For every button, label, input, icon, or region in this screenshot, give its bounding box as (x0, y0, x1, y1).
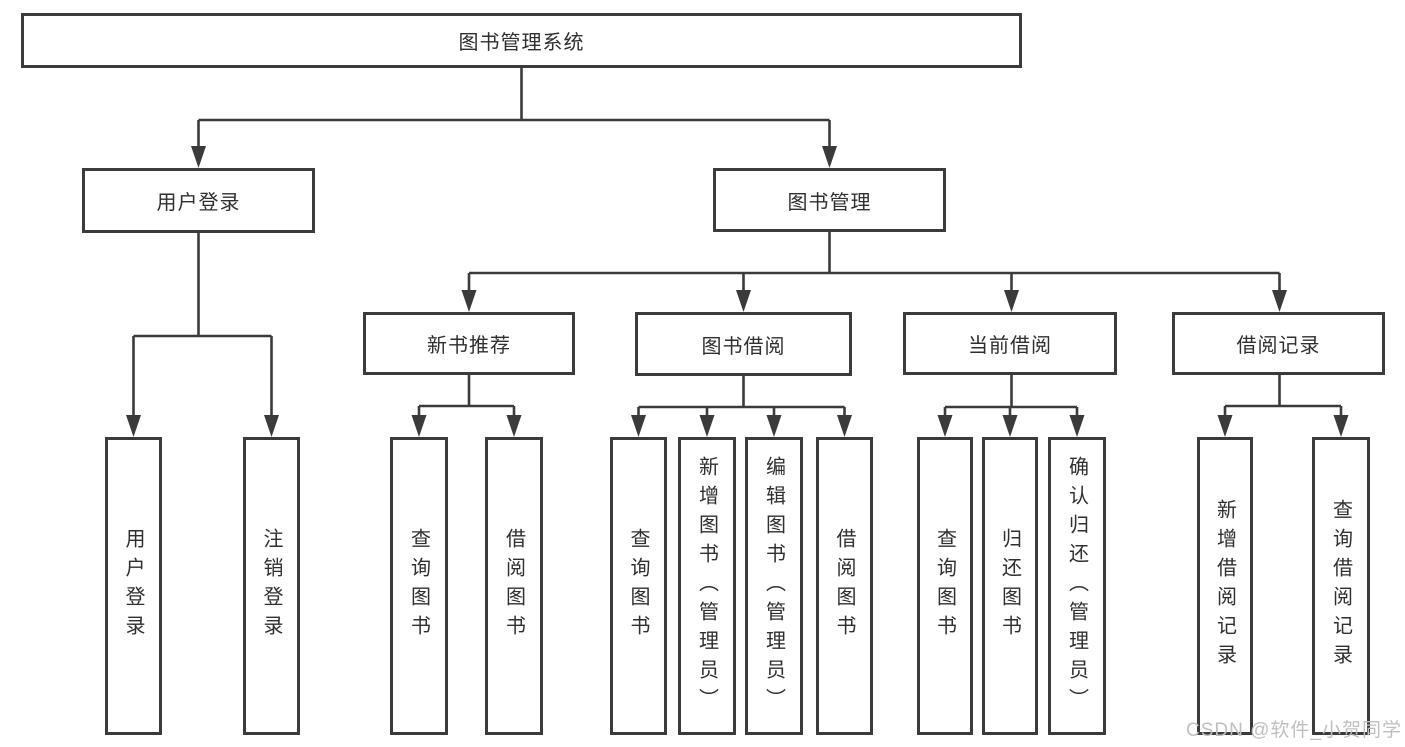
node-leaf-logout: 注销登录 (243, 437, 300, 735)
node-label: 归还图书 (998, 528, 1021, 644)
node-label: 编辑图书（管理员） (762, 455, 785, 717)
node-label: 查询借阅记录 (1329, 499, 1352, 673)
node-label: 查询图书 (933, 528, 956, 644)
node-label: 用户登录 (156, 192, 241, 214)
node-label: 查询图书 (627, 528, 649, 644)
node-leaf-borrow-books-2: 借阅图书 (816, 437, 873, 735)
node-current-borrow: 当前借阅 (903, 312, 1117, 375)
node-leaf-query-books-2: 查询图书 (610, 437, 667, 735)
node-borrow-record: 借阅记录 (1172, 312, 1385, 375)
node-label: 新增借阅记录 (1213, 499, 1236, 673)
node-label: 当前借阅 (968, 335, 1052, 357)
node-new-book-recommend: 新书推荐 (363, 312, 575, 375)
node-leaf-add-borrow-record: 新增借阅记录 (1197, 437, 1253, 735)
node-leaf-query-books-3: 查询图书 (917, 437, 973, 735)
edge-borrow-record-to-children (1217, 375, 1349, 437)
node-label: 借阅图书 (502, 528, 525, 644)
node-label: 图书管理 (787, 191, 872, 214)
node-book-borrow: 图书借阅 (635, 312, 852, 376)
node-label: 确认归还（管理员） (1065, 455, 1088, 717)
node-leaf-return-books: 归还图书 (982, 437, 1038, 735)
edge-user-login-to-children (126, 233, 279, 437)
node-label: 借阅记录 (1236, 335, 1321, 357)
node-library-system: 图书管理系统 (21, 13, 1022, 68)
node-leaf-edit-books-admin: 编辑图书（管理员） (745, 437, 803, 735)
node-leaf-query-books-1: 查询图书 (390, 437, 448, 735)
node-label: 新增图书（管理员） (695, 455, 718, 717)
edge-book-borrow-to-children (631, 376, 852, 437)
node-book-management: 图书管理 (713, 168, 946, 232)
watermark: CSDN @软件_小贺同学 (1186, 720, 1402, 741)
node-leaf-query-borrow-record: 查询借阅记录 (1312, 437, 1370, 735)
node-leaf-borrow-books-1: 借阅图书 (485, 437, 543, 735)
node-label: 图书管理系统 (458, 32, 585, 54)
node-label: 图书借阅 (701, 335, 786, 358)
node-label: 新书推荐 (427, 335, 511, 357)
node-leaf-confirm-return-admin: 确认归还（管理员） (1048, 437, 1106, 735)
node-user-login-branch: 用户登录 (82, 168, 315, 233)
edge-book-mgmt-to-level3 (461, 232, 1287, 312)
node-leaf-user-login: 用户登录 (105, 437, 162, 735)
node-label: 用户登录 (122, 528, 144, 644)
node-label: 注销登录 (260, 528, 282, 644)
node-leaf-add-books-admin: 新增图书（管理员） (678, 437, 736, 735)
edge-root-to-level2 (191, 68, 837, 168)
edge-new-book-rec-to-children (411, 375, 522, 437)
node-label: 查询图书 (407, 528, 430, 644)
node-label: 借阅图书 (833, 528, 855, 644)
edge-current-borrow-to-children (937, 375, 1085, 437)
